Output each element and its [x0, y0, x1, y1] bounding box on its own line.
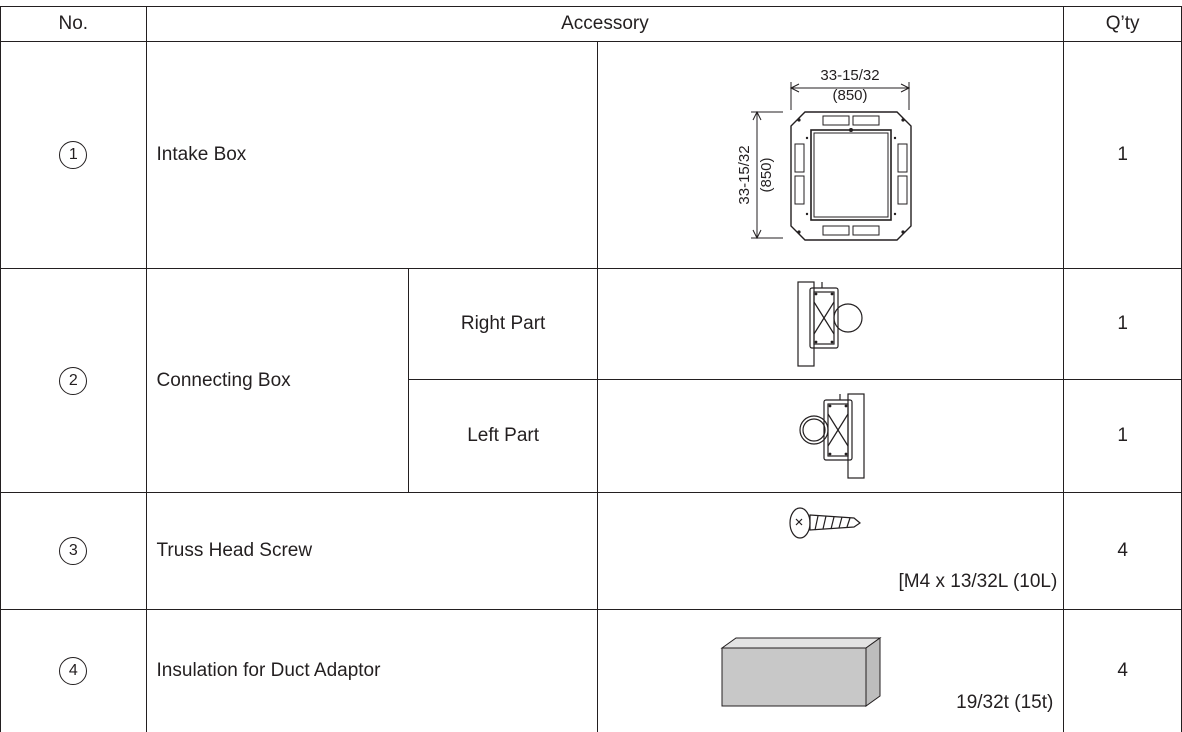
row-number-cell: 1	[1, 42, 147, 269]
part-label-left: Left Part	[408, 380, 597, 493]
width-dimension-mm: (850)	[832, 87, 867, 104]
table-row: 1 Intake Box	[1, 42, 1182, 269]
accessory-name: Truss Head Screw	[146, 493, 598, 610]
screw-drawing-cell: [M4 x 13/32L (10L)	[598, 493, 1064, 610]
part-label-right: Right Part	[408, 269, 597, 380]
accessory-name: Intake Box	[146, 42, 598, 269]
accessory-name: Connecting Box	[146, 269, 408, 493]
insulation-drawing-cell: 19/32t (15t)	[598, 610, 1064, 732]
row-number-cell: 3	[1, 493, 147, 610]
header-accessory: Accessory	[146, 7, 1064, 42]
height-dimension-mm: (850)	[758, 157, 775, 192]
quantity-cell: 1	[1064, 380, 1182, 493]
right-part-drawing-cell	[598, 269, 1064, 380]
accessory-name: Insulation for Duct Adaptor	[146, 610, 598, 732]
quantity-cell: 4	[1064, 610, 1182, 732]
table-row: 4 Insulation for Duct Adaptor 19/32t (15…	[1, 610, 1182, 732]
row-number-cell: 4	[1, 610, 147, 732]
insulation-drawing	[718, 634, 888, 714]
screw-drawing	[788, 503, 868, 543]
quantity-cell: 1	[1064, 42, 1182, 269]
header-no: No.	[1, 7, 147, 42]
left-part-drawing	[786, 386, 876, 486]
quantity-cell: 4	[1064, 493, 1182, 610]
row-number-cell: 2	[1, 269, 147, 493]
intake-box-drawing-cell: 33-15/32 (850) 33-15/32 (850)	[598, 42, 1064, 269]
intake-box-drawing: 33-15/32 (850) 33-15/32 (850)	[721, 48, 941, 263]
right-part-drawing	[786, 274, 876, 374]
height-dimension-inch: 33-15/32	[736, 145, 753, 204]
row-number-badge: 4	[59, 657, 87, 685]
header-qty: Q’ty	[1064, 7, 1182, 42]
width-dimension-inch: 33-15/32	[820, 67, 879, 84]
row-number-badge: 3	[59, 537, 87, 565]
insulation-spec: 19/32t (15t)	[956, 692, 1053, 714]
screw-spec: [M4 x 13/32L (10L)	[899, 571, 1058, 593]
quantity-cell: 1	[1064, 269, 1182, 380]
table-row: 2 Connecting Box Right Part	[1, 269, 1182, 380]
table-header-row: No. Accessory Q’ty	[1, 7, 1182, 42]
row-number-badge: 2	[59, 367, 87, 395]
table-row: 3 Truss Head Screw	[1, 493, 1182, 610]
left-part-drawing-cell	[598, 380, 1064, 493]
accessory-table: No. Accessory Q’ty 1 Intake Box	[0, 6, 1182, 732]
row-number-badge: 1	[59, 141, 87, 169]
